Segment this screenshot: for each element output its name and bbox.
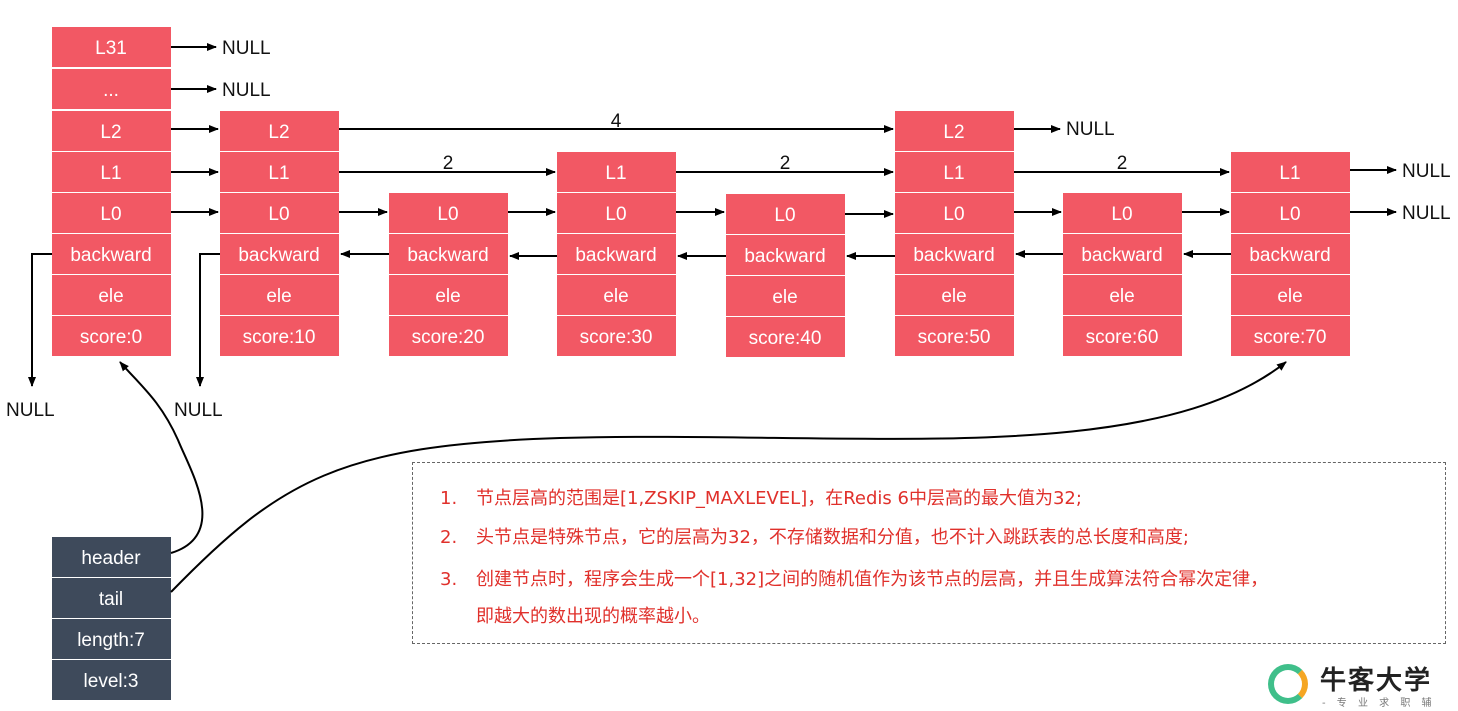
- node-70-ele: ele: [1277, 286, 1302, 307]
- l2-null-label: NULL: [1066, 119, 1115, 140]
- node-70-level-l1: L1: [1279, 163, 1300, 184]
- header-node: L31 ... L2 L1 L0 backward ele score:0: [52, 27, 171, 356]
- meta-length-field: length:7: [77, 630, 145, 651]
- node-50-score: score:50: [918, 327, 991, 348]
- logo-ring-icon: [1268, 664, 1308, 704]
- node-30-score: score:30: [580, 327, 653, 348]
- node-20-score: score:20: [412, 327, 485, 348]
- header-backward-null-label: NULL: [6, 400, 55, 421]
- backward-pointers: NULL NULL: [6, 250, 1231, 421]
- node-10-score: score:10: [243, 327, 316, 348]
- node-10-level-l2: L2: [268, 122, 289, 143]
- header-backward-null-arrow: [28, 253, 52, 387]
- node-60-score: score:60: [1086, 327, 1159, 348]
- forward-pointers: NULL NULL 4 NULL 2 2 2 NULL N: [171, 38, 1451, 224]
- header-score: score:0: [80, 327, 142, 348]
- header-level-l31: L31: [95, 38, 127, 59]
- node-score-20: L0 backward ele score:20: [389, 193, 508, 356]
- node-70-backward: backward: [1249, 245, 1330, 266]
- note-item-3: 3. 创建节点时，程序会生成一个[1,32]之间的随机值作为该节点的层高，并且生成…: [440, 565, 1268, 591]
- brand-logo: 牛客大学 - 专 业 求 职 辅 导 -: [1268, 660, 1453, 709]
- note-2-number: 2.: [440, 527, 458, 548]
- node-score-50: L2 L1 L0 backward ele score:50: [895, 111, 1014, 356]
- meta-level-field: level:3: [84, 671, 139, 692]
- header-level-l0: L0: [100, 204, 121, 225]
- node-70-level-l0: L0: [1279, 204, 1300, 225]
- l1-span-30-50-label: 2: [780, 153, 791, 174]
- header-backward: backward: [70, 245, 151, 266]
- node-10-level-l0: L0: [268, 204, 289, 225]
- node-10-level-l1: L1: [268, 163, 289, 184]
- header-pointer-curve: [119, 361, 204, 554]
- l1-span-50-70-label: 2: [1117, 153, 1128, 174]
- node-20-ele: ele: [435, 286, 460, 307]
- header-level-l1: L1: [100, 163, 121, 184]
- skiplist-struct: header tail length:7 level:3: [52, 537, 171, 700]
- node-20-backward: backward: [407, 245, 488, 266]
- node-score-10: L2 L1 L0 backward ele score:10: [220, 111, 339, 356]
- node-60-backward: backward: [1081, 245, 1162, 266]
- node-50-level-l1: L1: [943, 163, 964, 184]
- notes-box: [412, 462, 1446, 644]
- node-10-backward: backward: [238, 245, 319, 266]
- note-item-2: 2. 头节点是特殊节点，它的层高为32，不存储数据和分值，也不计入跳跃表的总长度和…: [440, 523, 1189, 549]
- l2-span-label: 4: [611, 111, 622, 132]
- l1-span-10-30-label: 2: [443, 153, 454, 174]
- node-50-ele: ele: [941, 286, 966, 307]
- logo-title: 牛客大学: [1320, 666, 1433, 696]
- node-50-level-l0: L0: [943, 204, 964, 225]
- node-40-backward: backward: [744, 246, 825, 267]
- node-10-ele: ele: [266, 286, 291, 307]
- ellipsis-null-label: NULL: [222, 80, 271, 101]
- node-30-ele: ele: [603, 286, 628, 307]
- logo-subtitle: - 专 业 求 职 辅 导 -: [1322, 698, 1436, 709]
- node-60-level-l0: L0: [1111, 204, 1132, 225]
- node-40-score: score:40: [749, 328, 822, 349]
- node-30-backward: backward: [575, 245, 656, 266]
- node-60-ele: ele: [1109, 286, 1134, 307]
- meta-tail-field: tail: [99, 589, 123, 610]
- node-score-40: L0 backward ele score:40: [726, 194, 845, 357]
- node-20-level-l0: L0: [437, 204, 458, 225]
- node-score-70: L1 L0 backward ele score:70: [1231, 152, 1350, 356]
- node-score-30: L1 L0 backward ele score:30: [557, 152, 676, 356]
- l0-null-label: NULL: [1402, 203, 1451, 224]
- note-1-number: 1.: [440, 488, 458, 509]
- note-3-text: 创建节点时，程序会生成一个[1,32]之间的随机值作为该节点的层高，并且生成算法…: [476, 569, 1269, 590]
- node-40-level-l0: L0: [774, 205, 795, 226]
- node10-backward-null-arrow: [196, 253, 220, 387]
- header-ele: ele: [98, 286, 123, 307]
- note-3-number: 3.: [440, 569, 458, 590]
- tail-pointer-curve: [170, 361, 1287, 593]
- node-40-ele: ele: [772, 287, 797, 308]
- note-2-text: 头节点是特殊节点，它的层高为32，不存储数据和分值，也不计入跳跃表的总长度和高度…: [476, 527, 1189, 548]
- note-3-cont-text: 即越大的数出现的概率越小。: [476, 606, 710, 627]
- meta-header-field: header: [81, 548, 141, 569]
- l31-null-label: NULL: [222, 38, 271, 59]
- note-item-3-continued: 即越大的数出现的概率越小。: [440, 602, 710, 628]
- header-level-ellipsis: ...: [103, 80, 119, 101]
- node10-backward-null-label: NULL: [174, 400, 223, 421]
- l1-null-label: NULL: [1402, 161, 1451, 182]
- note-item-1: 1. 节点层高的范围是[1,ZSKIP_MAXLEVEL]，在Redis 6中层高…: [440, 484, 1082, 510]
- node-30-level-l1: L1: [605, 163, 626, 184]
- node-50-level-l2: L2: [943, 122, 964, 143]
- note-1-text: 节点层高的范围是[1,ZSKIP_MAXLEVEL]，在Redis 6中层高的最…: [476, 488, 1082, 509]
- node-30-level-l0: L0: [605, 204, 626, 225]
- node-score-60: L0 backward ele score:60: [1063, 193, 1182, 356]
- node-70-score: score:70: [1254, 327, 1327, 348]
- header-level-l2: L2: [100, 122, 121, 143]
- node-50-backward: backward: [913, 245, 994, 266]
